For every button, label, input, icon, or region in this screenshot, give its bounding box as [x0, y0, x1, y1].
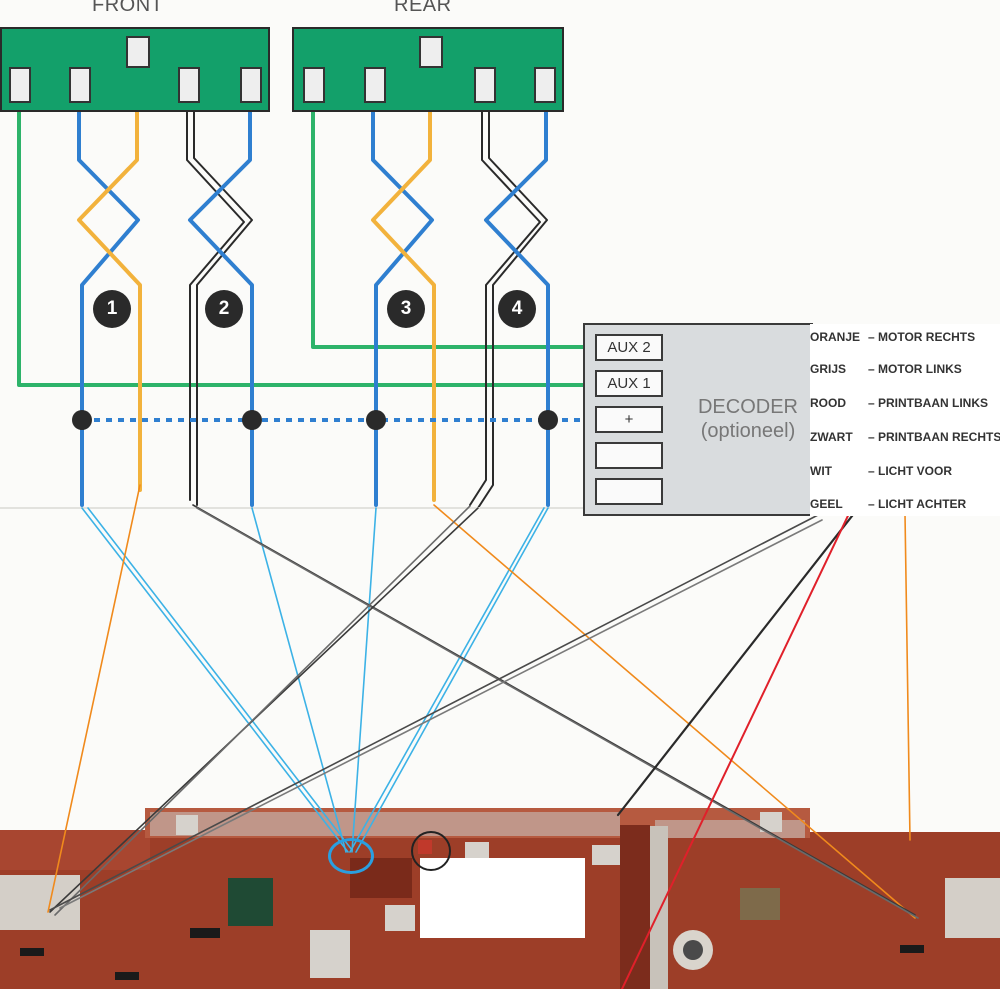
wire-green-rear	[311, 93, 587, 349]
front-pin-2	[69, 67, 91, 103]
pad-empty-1	[595, 442, 663, 469]
front-pin-5	[240, 67, 262, 103]
legend-row: ZWART– PRINTBAAN RECHTS	[810, 430, 1000, 444]
rear-connector	[292, 27, 564, 112]
marker-4: 4	[498, 290, 536, 328]
wire-green-front	[17, 93, 587, 387]
wire-blue-3	[371, 93, 434, 507]
front-pin-4	[178, 67, 200, 103]
pad-plus: +	[595, 406, 663, 433]
black-circle-marker	[411, 831, 451, 871]
rear-pin-1	[303, 67, 325, 103]
decoder-block: AUX 2 AUX 1 + DECODER (optioneel)	[583, 323, 813, 516]
wire-orange-1	[77, 53, 142, 492]
wire-legend: ORANJE– MOTOR RECHTS GRIJS– MOTOR LINKS …	[810, 324, 1000, 516]
wire-black-2a	[186, 94, 245, 501]
wire-blue-4	[484, 93, 550, 507]
wire-blue-1	[77, 93, 140, 507]
decoder-title-line1: DECODER	[697, 396, 798, 418]
rear-pin-4	[474, 67, 496, 103]
junction-dots	[72, 410, 558, 430]
board-cutout	[420, 858, 585, 938]
legend-row: ROOD– PRINTBAAN LINKS	[810, 396, 989, 410]
pad-aux2: AUX 2	[595, 334, 663, 361]
decoder-title-line2: (optioneel)	[700, 420, 796, 442]
blue-circle-marker	[328, 838, 374, 874]
pad-aux1: AUX 1	[595, 370, 663, 397]
rear-pin-5	[534, 67, 556, 103]
decoder-title: DECODER (optioneel)	[683, 395, 813, 443]
legend-row: GEEL– LICHT ACHTER	[810, 497, 967, 511]
front-pin-3	[126, 36, 150, 68]
legend-row: ORANJE– MOTOR RECHTS	[810, 330, 976, 344]
legend-row: GRIJS– MOTOR LINKS	[810, 362, 962, 376]
marker-2: 2	[205, 290, 243, 328]
rear-header: REAR	[394, 0, 452, 16]
pencil-lines	[47, 410, 919, 989]
marker-3: 3	[387, 290, 425, 328]
front-connector	[0, 27, 270, 112]
wire-black-2b	[193, 94, 253, 506]
wire-black-4a	[469, 94, 541, 506]
front-pin-1	[9, 67, 31, 103]
front-header: FRONT	[92, 0, 164, 16]
wire-orange-3	[371, 53, 436, 502]
rear-pin-2	[364, 67, 386, 103]
wire-black-4b	[477, 94, 548, 509]
legend-row: WIT– LICHT VOOR	[810, 464, 953, 478]
wire-blue-2	[188, 93, 254, 507]
pad-empty-2	[595, 478, 663, 505]
marker-1: 1	[93, 290, 131, 328]
rear-pin-3	[419, 36, 443, 68]
